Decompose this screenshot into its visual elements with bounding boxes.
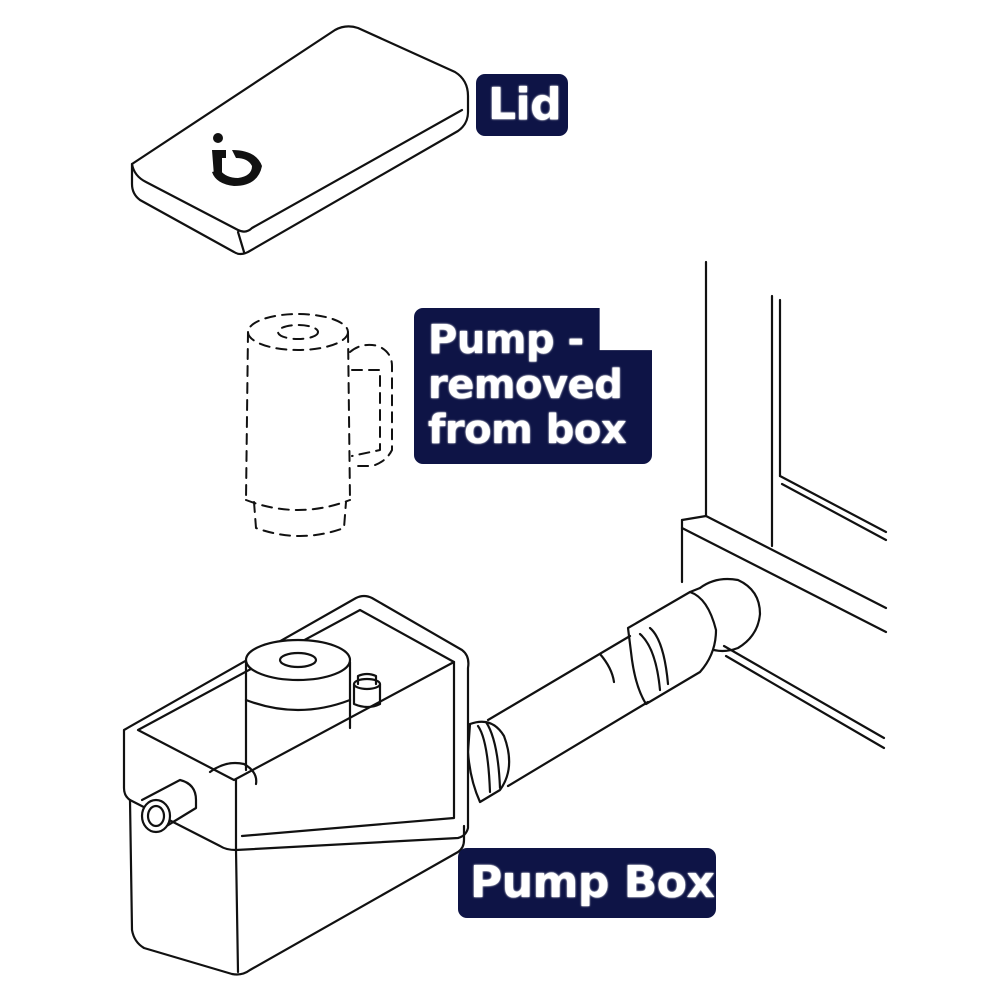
pump-box-label-text: Pump Box: [470, 857, 715, 908]
pump-box-label: Pump Box: [458, 848, 716, 918]
pump-label-line-2: removed: [428, 362, 623, 408]
pump-label-line-3: from box: [428, 407, 627, 453]
pump-label-line-1: Pump -: [428, 317, 584, 363]
lid: [130, 25, 470, 256]
pump-removed-label: Pump - removed from box: [414, 308, 652, 464]
lid-label: Lid: [476, 74, 568, 136]
pump-box: [122, 594, 470, 976]
wheelchair-logo-icon: [212, 133, 262, 186]
drain-pipe: [460, 577, 762, 808]
wall-frame: [680, 260, 888, 750]
lid-label-text: Lid: [488, 79, 562, 130]
removed-pump-outline: [245, 313, 393, 537]
